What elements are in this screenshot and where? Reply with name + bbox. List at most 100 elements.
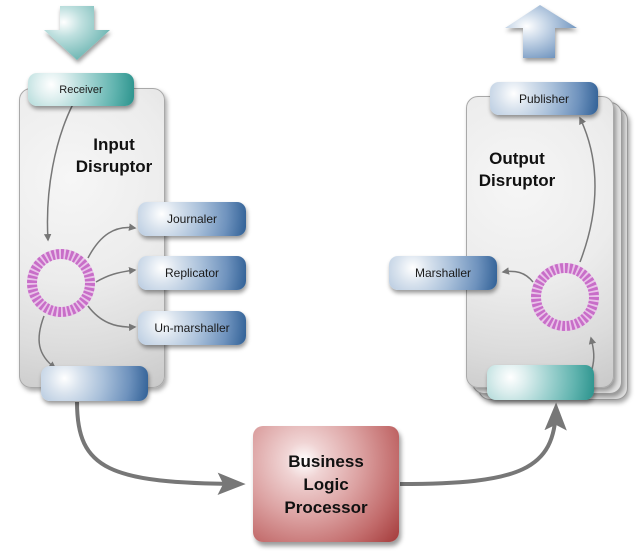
ring-slot	[531, 293, 542, 297]
connector-ring-to-replicator	[95, 266, 137, 283]
ring-slot	[540, 270, 550, 281]
unmarshaller-label: Un-marshaller	[154, 321, 230, 335]
ring-slot	[82, 267, 93, 275]
processor-line: Business	[288, 451, 364, 471]
ring-slot	[83, 290, 94, 297]
ring-buffer-icon	[27, 249, 95, 317]
ring-slot	[568, 263, 574, 274]
ring-slot	[73, 302, 81, 313]
ring-slot	[57, 306, 61, 317]
ring-slot	[585, 307, 596, 316]
ring-slot	[532, 283, 543, 290]
ring-slot	[84, 286, 95, 292]
ring-buffer-icon	[531, 263, 599, 331]
ring-slot	[50, 249, 56, 261]
ring-slot	[577, 316, 585, 327]
ring-slot	[588, 300, 599, 306]
ring-slot	[583, 311, 593, 320]
ring-slot	[538, 312, 549, 322]
ring-slot	[83, 272, 95, 278]
ring-slot	[27, 284, 38, 289]
ring-slot	[31, 295, 42, 303]
ring-slot	[27, 288, 39, 294]
ring-slot	[55, 249, 60, 260]
ring-slot	[572, 264, 579, 275]
ring-slot	[588, 297, 599, 301]
ring-slot	[34, 298, 45, 308]
ring-slot	[565, 263, 569, 274]
ring-slot	[542, 315, 551, 325]
ring-slot	[546, 317, 555, 328]
ring-slot	[45, 251, 53, 262]
connector-slot-to-ring	[588, 336, 597, 370]
title-line: Disruptor	[75, 157, 153, 176]
ring-slot	[79, 297, 89, 306]
ring-slot	[71, 252, 80, 263]
connector-receiver-to-ring	[43, 103, 74, 242]
ring-slot	[534, 278, 545, 287]
ring-slot	[77, 258, 88, 268]
publisher-node: Publisher	[490, 82, 598, 115]
ring-slot	[554, 263, 560, 275]
ring-slot	[586, 281, 597, 289]
ring-slot	[33, 260, 43, 269]
business-logic-processor: Business Logic Processor	[253, 426, 399, 542]
replicator-node: Replicator	[138, 256, 246, 290]
ring-slot	[575, 266, 584, 277]
ring-slot	[531, 302, 543, 308]
ring-slot	[570, 319, 576, 331]
processor-line: Processor	[284, 497, 368, 517]
ring-slot	[29, 291, 40, 299]
publisher-label: Publisher	[518, 91, 570, 106]
connector-ring-to-publisher	[579, 116, 596, 263]
ring-slot	[559, 263, 564, 274]
ring-slot	[556, 320, 562, 331]
ring-slot	[580, 313, 590, 324]
arrow-up-icon	[505, 5, 577, 58]
receiver-node: Receiver	[28, 73, 134, 106]
ring-slot	[531, 298, 542, 303]
ring-slot	[551, 319, 558, 330]
input-disruptor-title: Input Disruptor	[68, 134, 160, 178]
ring-slot	[588, 291, 599, 296]
replicator-label: Replicator	[164, 266, 220, 280]
output-disruptor-title: Output Disruptor	[470, 148, 564, 192]
ring-slot	[28, 269, 39, 276]
ring-slot	[549, 265, 557, 276]
ring-slot	[52, 306, 58, 317]
ring-slot	[584, 277, 595, 285]
ring-slot	[69, 304, 77, 315]
ring-slot	[47, 305, 54, 316]
ring-slot	[66, 305, 72, 317]
ring-slot	[64, 249, 70, 260]
ring-slot	[38, 301, 47, 311]
ring-slot	[587, 286, 599, 292]
connector-ring-to-journaler	[87, 223, 137, 259]
title-line: Input	[93, 135, 135, 154]
ring-slot	[573, 318, 581, 329]
ring-slot	[84, 277, 95, 282]
ring-slot	[62, 306, 67, 317]
connector-ring-to-marshaller	[501, 267, 534, 283]
ring-slot	[36, 256, 46, 267]
ring-slot	[81, 293, 92, 302]
ring-slot	[41, 253, 49, 264]
ring-slot	[587, 304, 598, 311]
ring-slot	[30, 264, 41, 273]
receiver-label: Receiver	[59, 83, 103, 96]
ring-slot	[535, 309, 546, 317]
arrow-down-icon	[44, 6, 110, 60]
ring-slot	[42, 303, 51, 314]
connector-input-to-processor	[75, 401, 246, 496]
ring-slot	[545, 267, 553, 278]
ring-slot	[581, 272, 592, 282]
ring-slot	[27, 279, 38, 283]
input-output-slot	[41, 366, 148, 401]
title-line: Disruptor	[478, 171, 556, 190]
journaler-node: Journaler	[138, 202, 246, 236]
ring-slot	[84, 283, 95, 287]
ring-slot	[75, 255, 84, 265]
ring-slot	[533, 305, 544, 313]
ring-slot	[80, 263, 91, 271]
